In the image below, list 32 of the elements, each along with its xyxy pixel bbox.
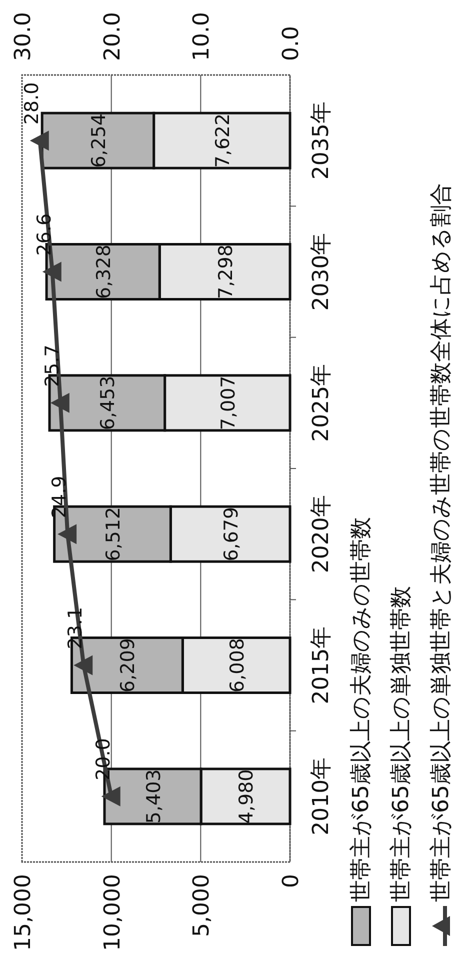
data-label: 7,298 — [214, 244, 237, 299]
data-label: 24.9 — [48, 476, 71, 518]
axis-label: 10.0 — [190, 12, 215, 61]
category-label: 2035年 — [309, 102, 334, 180]
category-label: 2015年 — [309, 626, 334, 704]
data-label: 6,008 — [226, 638, 248, 692]
legend-label: 世帯主が65歳以上の単独世帯と夫婦のみ世帯の世帯数全体に占める割合 — [428, 183, 455, 902]
axis-label: 30.0 — [11, 12, 36, 61]
category-label: 2025年 — [309, 364, 334, 442]
axis-label: 10,000 — [100, 874, 126, 951]
data-label: 7,622 — [212, 113, 234, 168]
data-label: 5,403 — [142, 769, 165, 824]
category-label: 2030年 — [309, 232, 334, 311]
category-label: 2020年 — [309, 495, 334, 574]
data-label: 6,512 — [102, 506, 124, 562]
legend-label: 世帯主が65歳以上の単独世帯数 — [388, 586, 415, 902]
data-label: 6,679 — [220, 506, 242, 562]
data-label: 6,328 — [93, 244, 116, 299]
category-label: 2010年 — [309, 757, 334, 836]
axis-label: 20.0 — [100, 12, 126, 61]
axis-label: 0.0 — [279, 26, 304, 61]
data-label: 6,453 — [97, 376, 120, 430]
legend-label: 世帯主が65歳以上の夫婦のみの世帯数 — [348, 517, 375, 902]
data-label: 25.7 — [41, 344, 64, 387]
data-label: 4,980 — [236, 769, 258, 824]
axis-label: 5,000 — [190, 874, 215, 937]
data-label: 6,254 — [88, 113, 110, 168]
data-label: 7,007 — [217, 376, 240, 430]
data-label: 28.0 — [20, 82, 43, 125]
data-label: 6,209 — [117, 638, 140, 692]
axis-label: 0 — [279, 874, 304, 888]
axis-label: 15,000 — [11, 874, 36, 951]
